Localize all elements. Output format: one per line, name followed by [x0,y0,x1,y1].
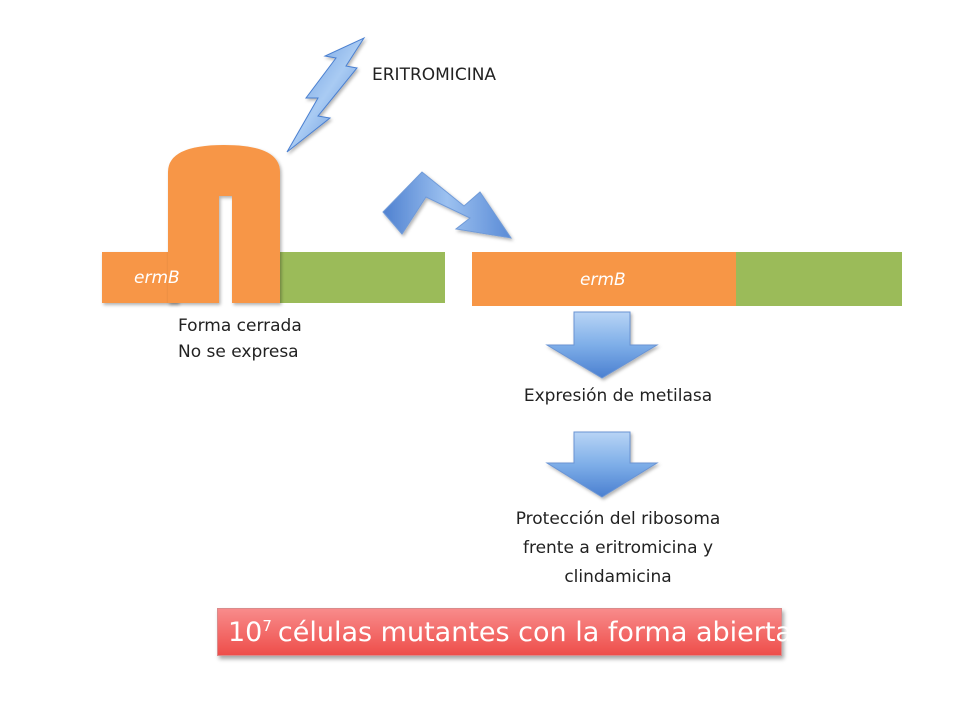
closed-gene: ermB [102,145,445,303]
open-gene: ermB [472,252,902,306]
closed-form-line-2: No se expresa [178,342,299,362]
down-arrow-icon-1 [545,311,659,379]
right-gene-green-segment [736,252,902,306]
down-arrow-icon-2 [545,431,659,498]
protection-line-2: frente a eritromicina y [522,538,714,558]
left-gene-green-segment [270,252,445,303]
ribosome-protection-caption: Protección del ribosoma frente a eritrom… [468,505,768,592]
mutant-banner-text: células mutantes con la forma abierta [277,616,792,648]
left-gene-label: ermB [134,268,180,288]
mutant-count-exponent: 7 [262,617,272,635]
closed-form-caption: Forma cerrada No se expresa [178,313,302,365]
antibiotic-label: ERITROMICINA [372,65,497,85]
right-gene-orange-segment [472,252,736,306]
lightning-icon [286,36,366,153]
right-gene-label: ermB [580,270,626,290]
protection-line-1: Protección del ribosoma [515,509,721,529]
protection-line-3: clindamicina [564,567,672,587]
left-gene-orange-segment [102,252,178,303]
mutant-count-base: 10 [228,616,263,648]
methylase-expression-caption: Expresión de metilasa [523,386,713,406]
curved-arrow-icon [382,171,513,239]
hairpin-loop [168,145,280,303]
closed-form-line-1: Forma cerrada [178,316,302,336]
